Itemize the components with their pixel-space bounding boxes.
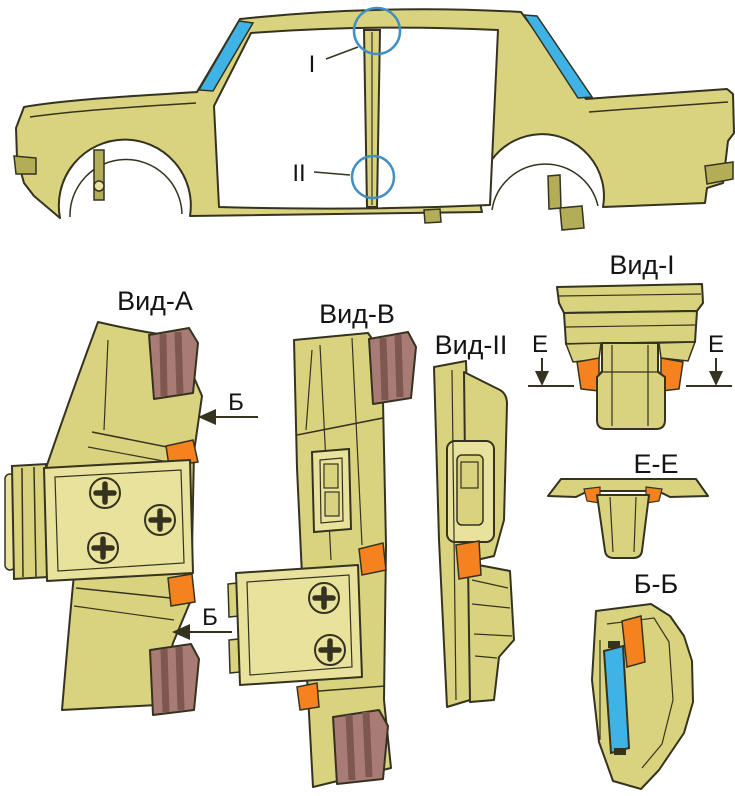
windshield-glass [197, 20, 255, 92]
view-i-rail-mid-line [565, 324, 696, 328]
view-b-rubber-bottom [332, 709, 389, 785]
view-ii-striker-inner [456, 454, 484, 526]
bb-seal [621, 615, 646, 668]
view-i: Вид-I Е Е [528, 250, 732, 430]
rear-bumper [704, 161, 734, 185]
section-e-arrowhead-left [535, 371, 549, 386]
ee-flange [547, 478, 709, 498]
view-ii-label: Вид-II [435, 330, 508, 360]
view-a-rubber-top [148, 327, 199, 400]
view-i-label: Вид-I [609, 250, 674, 280]
view-ii-seal [455, 540, 482, 580]
section-b-label-top: Б [228, 389, 244, 416]
ee-stem [596, 494, 650, 559]
view-ii-striker-notch [460, 461, 479, 489]
view-a-hinge-plate [43, 459, 194, 582]
car-body-detail-lines [29, 101, 729, 218]
marker-ii-label: II [292, 160, 305, 187]
view-b: Вид-В [227, 299, 417, 788]
view-b-hinge-plate [235, 564, 363, 686]
view-b-lock-detail [310, 447, 353, 534]
section-b-label-bottom: Б [202, 604, 218, 631]
view-ii-bracket [467, 562, 515, 703]
section-bb-view: Б-Б [591, 569, 694, 790]
section-e-arrow-right: Е [708, 331, 724, 386]
section-ee-view: Е-Е [547, 449, 709, 559]
view-ii-detail-line [451, 369, 457, 701]
view-a-section-arrow-bottom: Б [172, 604, 232, 640]
view-b-seal-right [358, 542, 387, 576]
view-b-hinge-plate-inner [246, 574, 353, 676]
ee-stem-lines [609, 496, 637, 553]
section-b-arrowhead-top [198, 409, 216, 425]
rear-window-glass [522, 14, 594, 99]
view-a-hinge-plate-inner [54, 469, 185, 572]
car-misc-details [93, 149, 585, 231]
view-i-pillar-stem [596, 342, 666, 430]
marker-i-leader [325, 46, 359, 60]
view-b-seal-bottom [296, 682, 320, 711]
view-a-hinge-bracket-lines [21, 466, 37, 579]
phillips-screw [314, 634, 346, 666]
car-body-side-view: I II [13, 6, 735, 231]
marker-circle-ii [350, 154, 396, 200]
section-e-arrow-left: Е [532, 331, 549, 386]
view-a-rubber-bottom [149, 643, 200, 716]
bb-clip-top [608, 641, 620, 648]
view-a-seal-bottom [167, 573, 196, 607]
view-a-label: Вид-А [117, 286, 193, 316]
marker-i-label: I [309, 51, 316, 78]
view-i-shoulder-right [658, 341, 697, 362]
section-e-arrowhead-right [709, 371, 723, 386]
section-e-label-left: Е [532, 331, 548, 358]
view-a-section-arrow-top: Б [198, 389, 258, 425]
view-ii: Вид-II [433, 330, 515, 708]
marker-ii-leader [313, 171, 351, 176]
bb-clip-bottom [614, 748, 626, 755]
section-b-arrowhead-bottom [172, 624, 190, 640]
view-i-seal-left [576, 357, 600, 392]
phillips-screw [87, 532, 119, 564]
section-e-label-right: Е [708, 331, 724, 358]
door-opening [213, 26, 499, 210]
section-ee-label: Е-Е [633, 449, 678, 479]
view-i-rail-top [556, 283, 704, 314]
view-b-label: Вид-В [319, 299, 395, 329]
phillips-screw [89, 477, 121, 509]
front-bumper [13, 155, 37, 175]
view-i-rail-mid [563, 310, 698, 345]
bb-inner-line [606, 617, 674, 769]
view-b-rubber-top [368, 331, 417, 405]
marker-circle-i [352, 6, 402, 56]
phillips-screw [308, 582, 340, 614]
section-bb-label: Б-Б [634, 569, 678, 599]
view-ii-bracket-lines [471, 579, 513, 659]
view-i-rail-top-line [558, 293, 702, 297]
view-a: Вид-А [4, 286, 258, 716]
phillips-screw [144, 504, 176, 536]
view-i-stem-lines [600, 345, 660, 426]
view-a-hinge-bracket [10, 462, 50, 581]
